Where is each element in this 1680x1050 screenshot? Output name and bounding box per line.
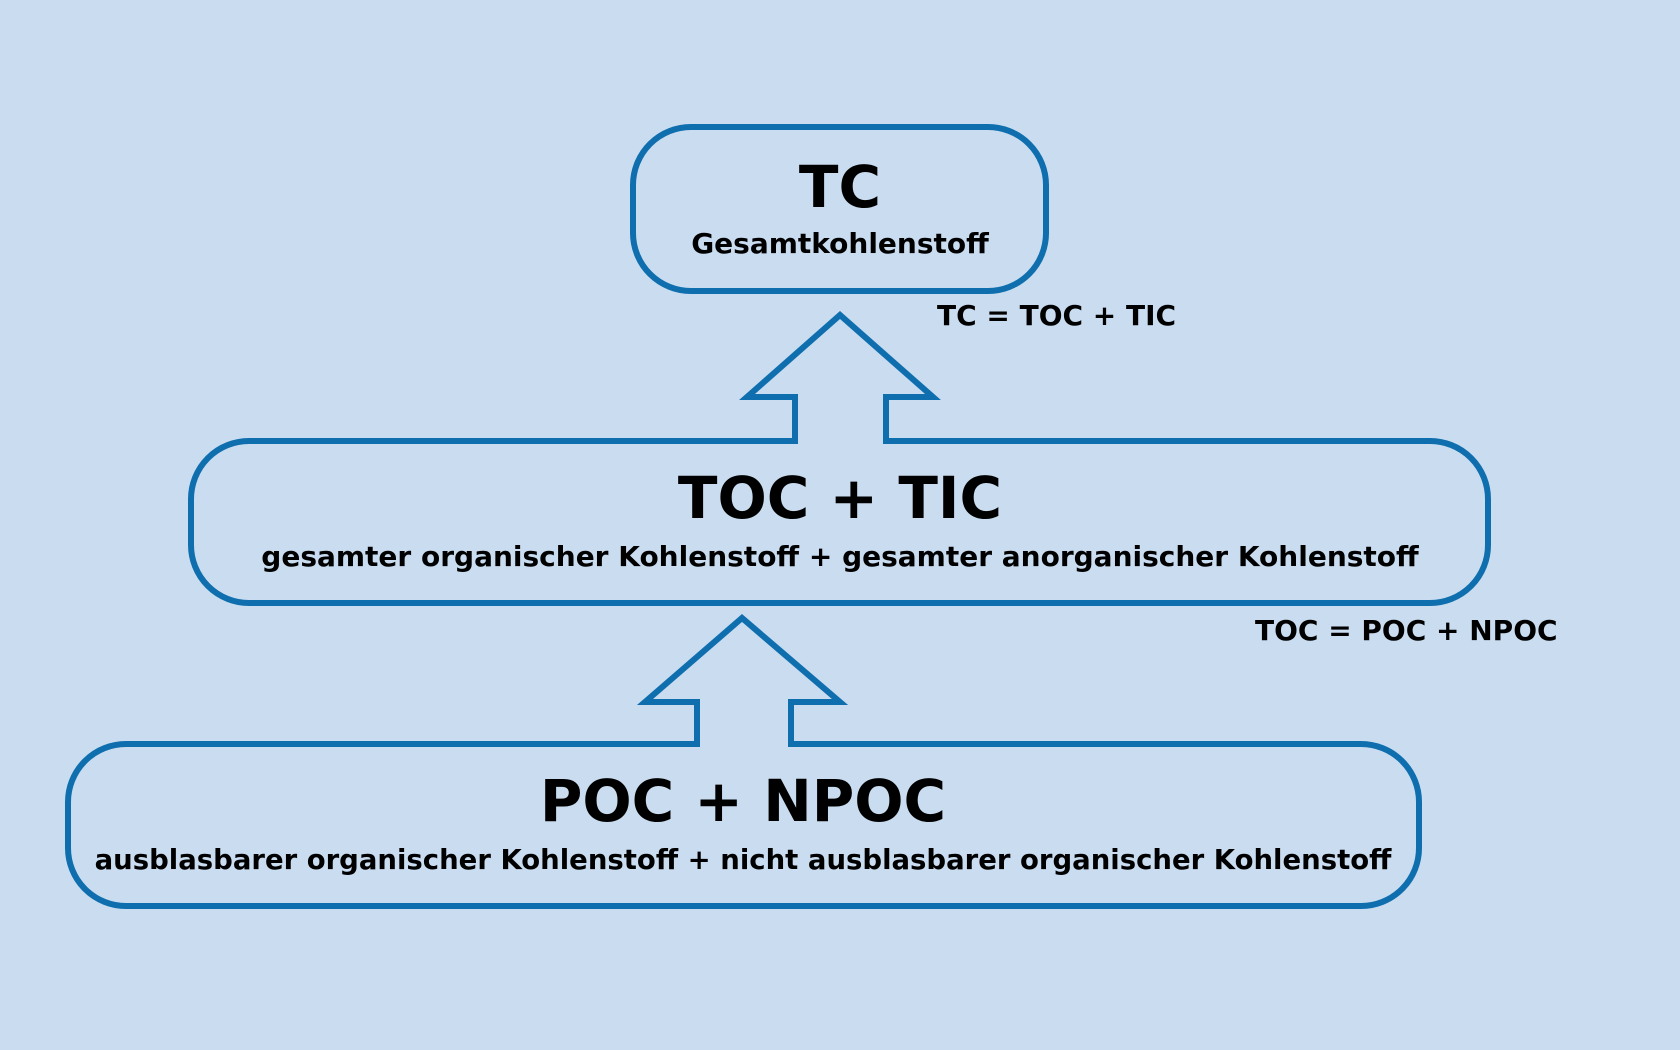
toc-formula: TOC = POC + NPOC (1255, 614, 1558, 647)
toc-tic-title: TOC + TIC (678, 464, 1002, 532)
toc-tic-box: TOC + TIC gesamter organischer Kohlensto… (188, 311, 1491, 606)
poc-npoc-title: POC + NPOC (540, 767, 946, 835)
poc-npoc-box: POC + NPOC ausblasbarer organischer Kohl… (65, 614, 1422, 909)
tc-box: TC Gesamtkohlenstoff (630, 124, 1049, 294)
tc-box-outline (630, 124, 1049, 294)
toc-tic-box-outline (188, 311, 1491, 606)
tc-formula: TC = TOC + TIC (937, 299, 1176, 332)
tc-title: TC (799, 153, 881, 221)
tc-subtitle: Gesamtkohlenstoff (691, 227, 989, 260)
toc-tic-subtitle: gesamter organischer Kohlenstoff + gesam… (261, 540, 1419, 573)
poc-npoc-box-outline (65, 614, 1422, 909)
poc-npoc-subtitle: ausblasbarer organischer Kohlenstoff + n… (95, 844, 1393, 876)
